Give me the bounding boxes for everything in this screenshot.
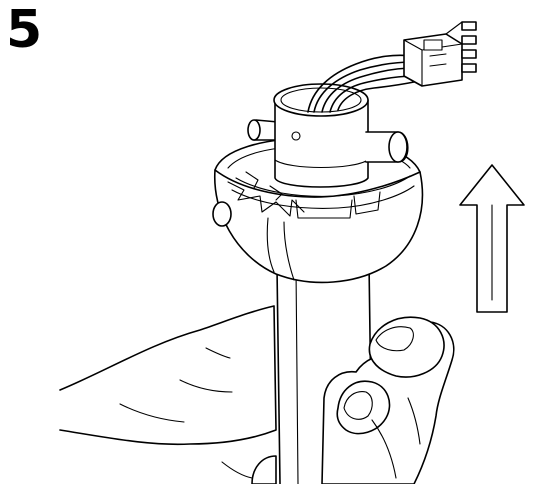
wire-bundle [307,54,415,113]
up-arrow-icon [459,164,525,313]
hand-icon [59,305,455,484]
step-number: 5 [6,0,43,60]
wire-connector-icon [403,21,477,87]
socket-cylinder [247,83,409,188]
